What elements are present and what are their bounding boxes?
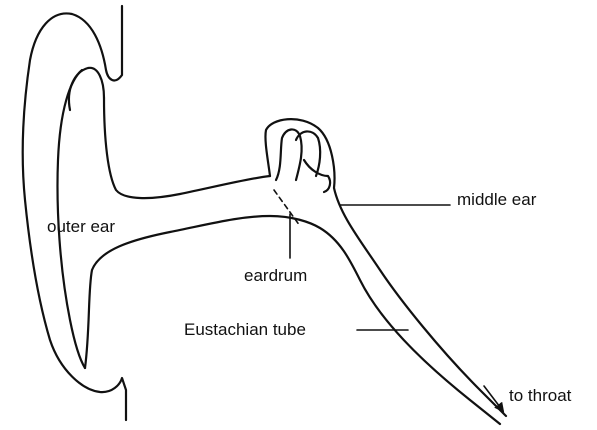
ear-canal-upper-wall — [104, 98, 270, 198]
outer-ear-label: outer ear — [47, 217, 115, 236]
to-throat-label: to throat — [509, 386, 572, 405]
eardrum-label: eardrum — [244, 266, 307, 285]
eustachian-tube-label: Eustachian tube — [184, 320, 306, 339]
outer-ear-outline — [23, 6, 126, 420]
middle-ear-label: middle ear — [457, 190, 537, 209]
eardrum-membrane — [274, 190, 300, 226]
to-throat-arrow — [484, 386, 503, 411]
antihelix-inner — [69, 68, 104, 110]
